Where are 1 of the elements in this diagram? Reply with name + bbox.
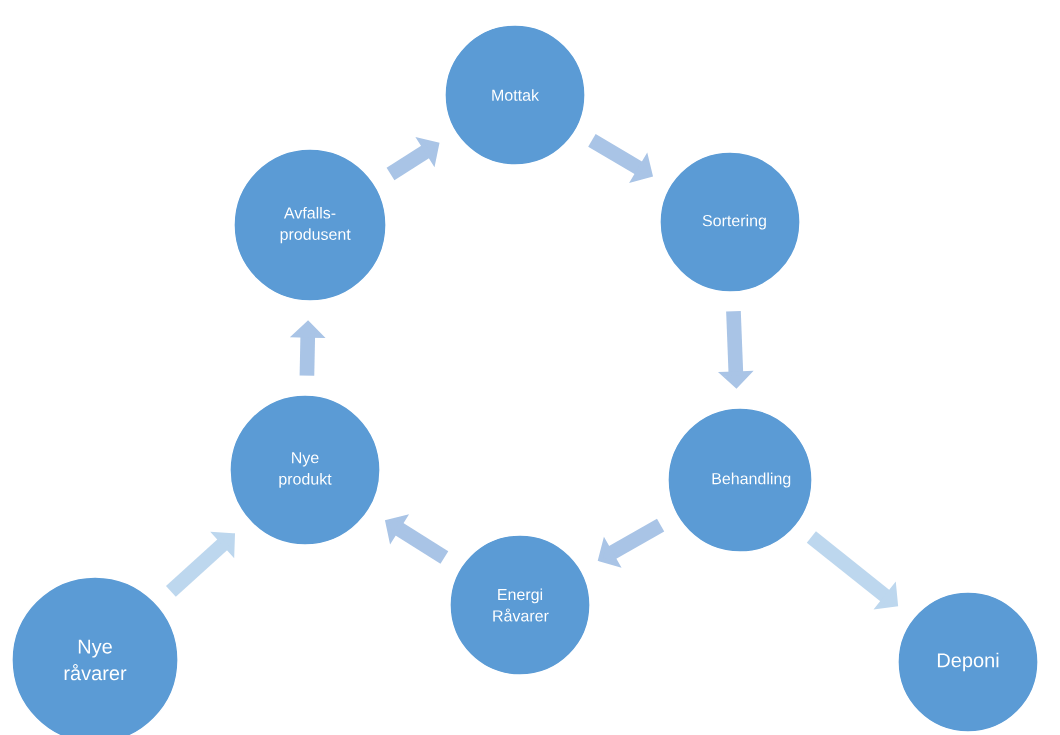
block-arrow bbox=[386, 137, 440, 181]
